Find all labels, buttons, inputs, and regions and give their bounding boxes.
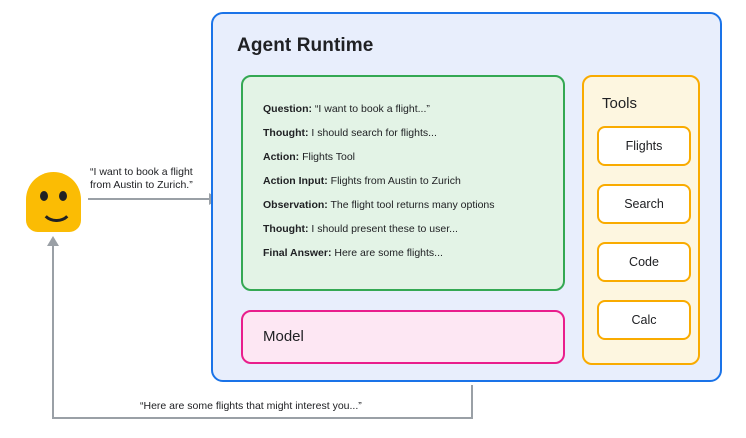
trace-line-key: Action:	[263, 151, 300, 163]
trace-line-key: Final Answer:	[263, 247, 332, 259]
avatar-smile-icon	[40, 202, 73, 222]
agent-response-label: “Here are some flights that might intere…	[135, 400, 367, 413]
avatar-eye-right-icon	[59, 191, 67, 201]
trace-line-key: Question:	[263, 103, 312, 115]
trace-line: Action Input: Flights from Austin to Zur…	[263, 169, 563, 193]
trace-line: Action: Flights Tool	[263, 145, 563, 169]
response-arrow-segment-right	[471, 385, 473, 419]
trace-line-value: Here are some flights...	[331, 247, 443, 259]
trace-line-value: Flights from Austin to Zurich	[327, 175, 461, 187]
request-arrow-line	[88, 198, 212, 200]
avatar-eye-left-icon	[40, 191, 48, 201]
trace-line: Thought: I should search for flights...	[263, 121, 563, 145]
tool-button-flights[interactable]: Flights	[597, 126, 691, 166]
trace-line: Thought: I should present these to user.…	[263, 217, 563, 241]
tools-list: Flights Search Code Calc	[597, 126, 691, 340]
trace-line-value: I should search for flights...	[308, 127, 437, 139]
trace-line-key: Observation:	[263, 199, 328, 211]
trace-line-key: Action Input:	[263, 175, 328, 187]
tools-title: Tools	[602, 95, 638, 112]
agent-runtime-title: Agent Runtime	[237, 35, 374, 56]
tool-button-calc[interactable]: Calc	[597, 300, 691, 340]
model-label: Model	[263, 328, 304, 345]
response-arrow-segment-left	[52, 245, 54, 419]
trace-line-value: I should present these to user...	[308, 223, 458, 235]
trace-line-value: The flight tool returns many options	[327, 199, 495, 211]
user-avatar	[26, 172, 81, 232]
tool-button-code[interactable]: Code	[597, 242, 691, 282]
trace-line-key: Thought:	[263, 127, 309, 139]
trace-line-value: Flights Tool	[299, 151, 356, 163]
trace-line-value: “I want to book a flight...”	[312, 103, 430, 115]
trace-line-key: Thought:	[263, 223, 309, 235]
tool-button-search[interactable]: Search	[597, 184, 691, 224]
react-trace-box: Question: “I want to book a flight...” T…	[241, 75, 565, 291]
trace-line: Final Answer: Here are some flights...	[263, 241, 563, 265]
response-arrow-segment-bottom	[52, 417, 473, 419]
trace-line: Observation: The flight tool returns man…	[263, 193, 563, 217]
user-request-label: “I want to book a flight from Austin to …	[90, 166, 193, 191]
model-box: Model	[241, 310, 565, 364]
response-arrow-head-icon	[47, 236, 59, 246]
trace-line: Question: “I want to book a flight...”	[263, 97, 563, 121]
agent-runtime-container: Agent Runtime Question: “I want to book …	[211, 12, 722, 382]
tools-panel: Tools Flights Search Code Calc	[582, 75, 700, 365]
